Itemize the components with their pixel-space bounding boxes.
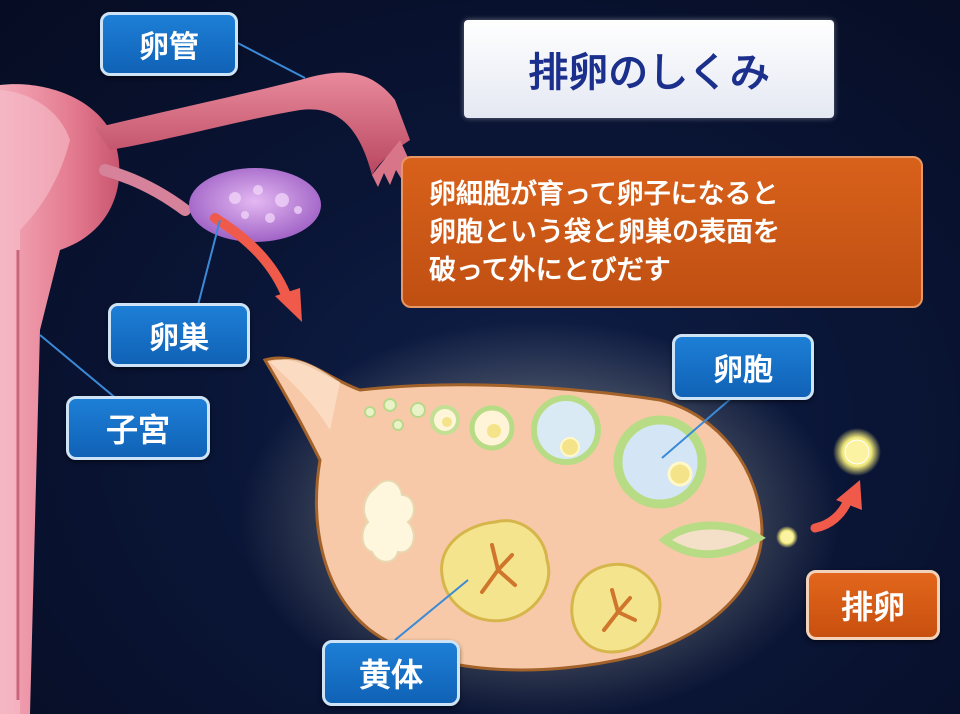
label-corpus-luteum: 黄体	[322, 640, 460, 706]
corpus-albicans	[361, 479, 415, 563]
zoom-arrow-head	[275, 288, 302, 322]
ovary-small	[189, 168, 321, 242]
ovary-neck-highlight	[270, 359, 340, 430]
growing-follicles	[430, 395, 601, 465]
description-line: 卵胞という袋と卵巣の表面を	[429, 217, 780, 248]
ovarian-ligament	[99, 164, 191, 216]
label-uterus: 子宮	[66, 396, 210, 460]
label-ovulation: 排卵	[806, 570, 940, 640]
leader-lines	[39, 39, 736, 641]
uterus-shape	[0, 84, 120, 714]
ovulation-arrow-head	[836, 480, 862, 510]
primordial-follicles	[364, 398, 426, 431]
mature-follicle	[613, 415, 707, 509]
description-box: 卵細胞が育って卵子になると 卵胞という袋と卵巣の表面を 破って外にとびだす	[401, 156, 923, 308]
fimbriae-shape	[372, 140, 410, 187]
description-line: 卵細胞が育って卵子になると	[429, 179, 779, 210]
description-line: 破って外にとびだす	[429, 255, 671, 286]
fallopian-tube-shape	[95, 72, 410, 175]
zoom-arrow	[210, 213, 293, 305]
ruptured-follicle	[658, 521, 766, 559]
corpus-luteum-large	[440, 519, 551, 623]
corpus-luteum-small	[570, 562, 662, 654]
diagram-title: 排卵のしくみ	[464, 20, 834, 118]
label-fallopian-tube: 卵管	[100, 12, 238, 76]
label-ovary: 卵巣	[108, 303, 250, 367]
label-follicle: 卵胞	[672, 334, 814, 400]
